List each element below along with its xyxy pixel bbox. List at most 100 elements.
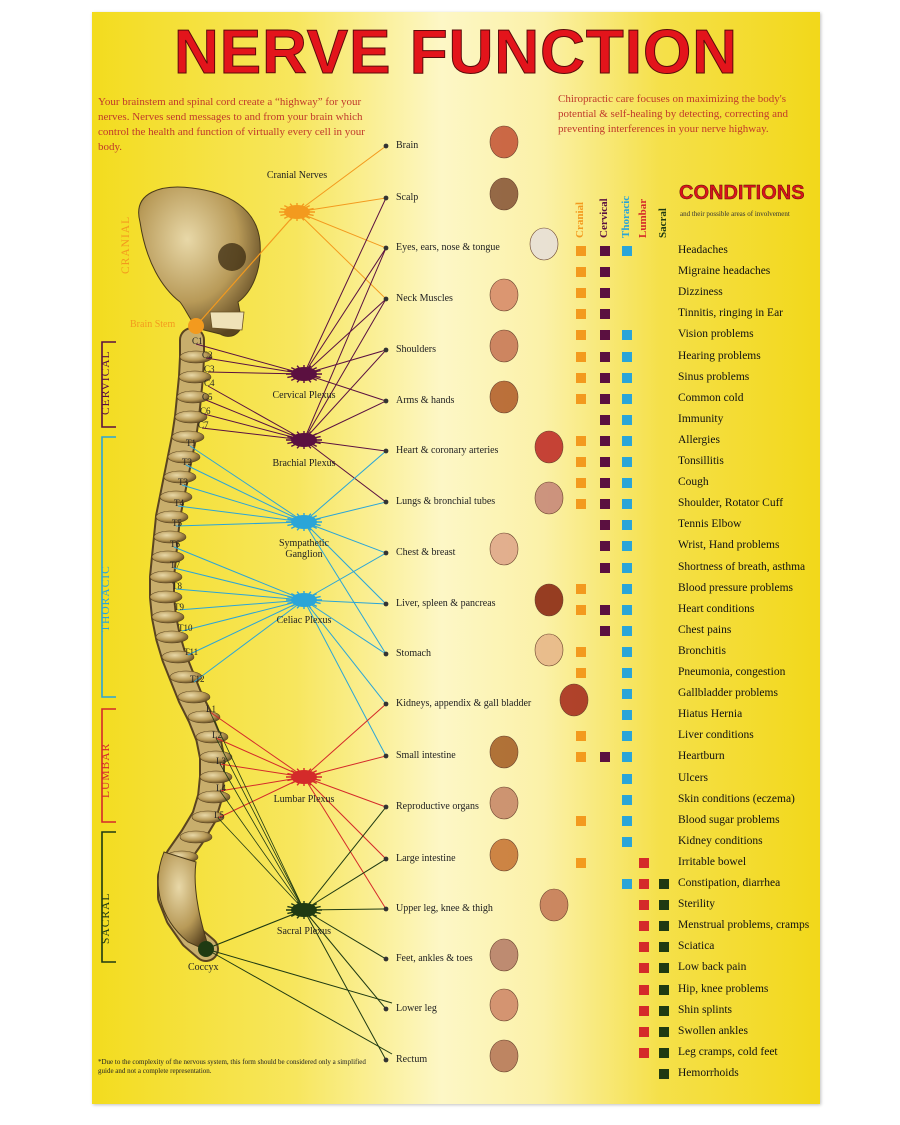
vertebra-body (163, 470, 197, 484)
vertebra-body (176, 390, 210, 404)
coccyx-nerve-line (205, 948, 393, 1004)
skull (138, 186, 261, 337)
vertebra-body (161, 650, 195, 664)
plexus-organ-line (296, 211, 387, 249)
thoracic-bracket (101, 436, 116, 698)
condition-label: Bronchitis (678, 644, 726, 657)
vertebra-label-t5: T5 (172, 518, 182, 528)
organ-connection-dot (383, 448, 389, 454)
condition-area-marker-cervical (600, 562, 610, 573)
condition-label: Wrist, Hand problems (678, 539, 780, 552)
condition-area-marker-cervical (600, 478, 610, 489)
condition-label: Swollen ankles (678, 1024, 748, 1037)
condition-label: Shin splints (678, 1003, 733, 1016)
condition-area-marker-thoracic (622, 773, 632, 784)
condition-area-marker-cranial (576, 435, 586, 446)
condition-area-marker-thoracic (622, 499, 632, 510)
organ-label-liver-spleen-pancreas: Liver, spleen & pancreas (396, 598, 496, 609)
vertebra-label-c3: C3 (204, 364, 215, 374)
vertebra-label-c6: C6 (200, 406, 211, 416)
condition-label: Heart conditions (678, 602, 755, 615)
condition-label: Sciatica (678, 940, 715, 953)
organ-label-small-intestine: Small intestine (396, 750, 456, 761)
plexus-organ-line (303, 806, 387, 911)
vertebra-label-c1: C1 (192, 336, 203, 346)
organ-thumbnail (489, 938, 519, 972)
condition-area-marker-cranial (576, 815, 586, 826)
plexus-organ-line (303, 349, 387, 441)
condition-label: Chest pains (678, 623, 732, 636)
condition-area-marker-sacral (659, 1026, 669, 1037)
vertebra-label-l5: L5 (214, 810, 224, 820)
condition-area-marker-cervical (600, 499, 610, 510)
condition-label: Blood pressure problems (678, 581, 793, 594)
sacral-bracket (101, 831, 116, 963)
organ-label-kidneys-appendix-gall-bladder: Kidneys, appendix & gall bladder (396, 698, 532, 709)
condition-area-marker-thoracic (622, 351, 632, 362)
lumbar-bracket (101, 708, 116, 823)
condition-label: Pneumonia, congestion (678, 666, 786, 678)
organ-label-rectum: Rectum (396, 1054, 428, 1065)
plexus-organ-line (303, 776, 387, 808)
condition-area-marker-lumbar (639, 900, 649, 911)
vertebra-label-l4: L4 (216, 783, 226, 793)
plexus-organ-line (303, 909, 387, 960)
condition-area-marker-lumbar (639, 921, 649, 932)
organ-label-arms-hands: Arms & hands (396, 395, 455, 406)
organ-thumbnail (559, 683, 589, 717)
condition-label: Blood sugar problems (678, 813, 780, 826)
organ-label-upper-leg-knee-thigh: Upper leg, knee & thigh (396, 903, 493, 914)
vertebra-body (155, 630, 189, 644)
condition-area-marker-thoracic (622, 879, 632, 889)
organ-connection-dot (383, 701, 389, 707)
organ-label-scalp: Scalp (396, 192, 419, 203)
vertebra-label-t6: T6 (170, 539, 180, 549)
condition-label: Cough (678, 476, 709, 489)
plexus-node (279, 203, 315, 221)
vertebra-body (149, 590, 183, 604)
vertebra-label-l1: L1 (206, 704, 216, 714)
condition-label: Hemorrhoids (678, 1066, 739, 1079)
condition-area-marker-cervical (600, 625, 610, 636)
plexus-center (291, 515, 317, 529)
condition-area-marker-cervical (600, 267, 610, 278)
condition-area-marker-thoracic (622, 689, 632, 700)
spinal-nerve-line (203, 413, 305, 441)
plexus-organ-line (303, 909, 387, 1061)
organ-connection-dot (383, 550, 389, 556)
spinal-nerve-line (185, 464, 305, 523)
plexus-organ-line (303, 439, 387, 503)
condition-area-marker-cranial (576, 583, 586, 594)
plexus-organ-line (303, 776, 387, 910)
organ-connection-dot (383, 195, 389, 201)
organ-label-stomach: Stomach (396, 648, 431, 659)
plexus-label-lumbar-plexus: Lumbar Plexus (273, 794, 335, 805)
organ-thumbnail (489, 329, 519, 363)
condition-area-marker-thoracic (622, 731, 632, 742)
plexus-label-cervical-plexus: Cervical Plexus (272, 390, 336, 401)
vertebra-body (179, 350, 213, 364)
condition-area-marker-thoracic (622, 457, 632, 467)
organ-label-heart-coronary-arteries: Heart & coronary arteries (396, 445, 499, 456)
organ-thumbnail (489, 786, 519, 820)
plexus-organ-line (303, 521, 387, 554)
organ-thumbnail (489, 1039, 519, 1073)
condition-area-marker-lumbar (639, 942, 649, 953)
condition-label: Gallbladder problems (678, 687, 778, 700)
plexus-organ-line (303, 298, 387, 375)
vertebra-body (159, 490, 193, 504)
poster-title: NERVE FUNCTION (173, 18, 738, 88)
condition-area-marker-lumbar (639, 1005, 649, 1016)
plexus-organ-line (296, 145, 387, 213)
spinal-nerve-line (205, 399, 305, 441)
plexus-organ-line (303, 599, 387, 655)
condition-area-marker-cranial (576, 499, 586, 510)
brain-stem-node (188, 318, 204, 334)
nerve-function-poster: NERVE FUNCTION Your brainstem and spinal… (92, 12, 820, 1104)
organ-connection-dot (383, 398, 389, 404)
vertebra-label-t8: T8 (172, 581, 182, 591)
plexus-organ-line (303, 776, 387, 860)
organ-thumbnail (489, 532, 519, 566)
vertebra-body (167, 450, 201, 464)
condition-area-marker-lumbar (639, 1026, 649, 1037)
